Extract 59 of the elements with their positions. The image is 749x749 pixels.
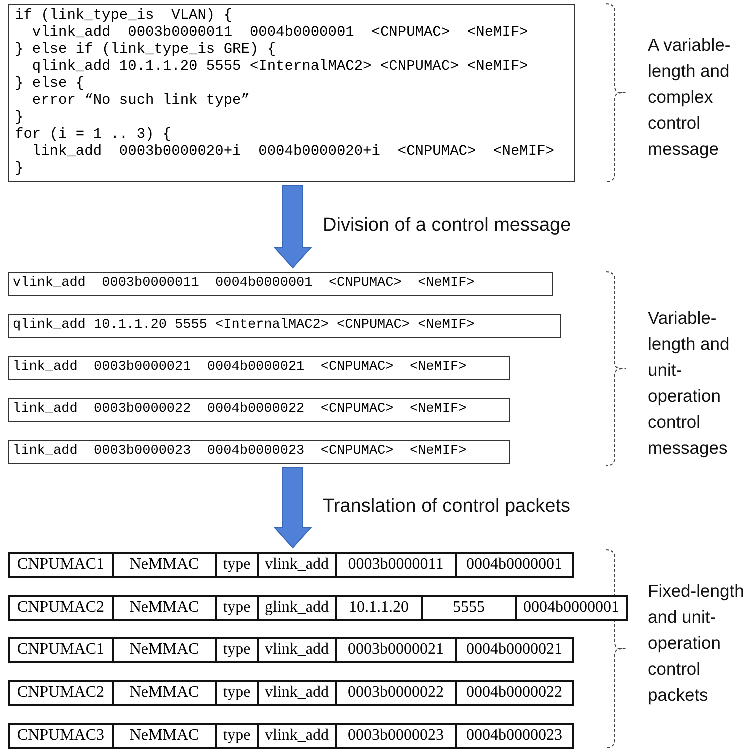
code-line: }: [15, 110, 25, 127]
packet-field: 0004b0000022: [455, 682, 572, 704]
packet-field: CNPUMAC3: [10, 725, 112, 747]
code-line: vlink_add 0003b0000011 0004b0000001 <CNPUMAC> <NeMIF>: [31, 25, 530, 42]
packet-field: glink_add: [257, 597, 335, 619]
packet-field: CNPUMAC1: [10, 554, 112, 576]
packet-field: 0003b0000011: [335, 554, 455, 576]
bracket-label: Variable-length and unit-operation control messages: [648, 307, 731, 460]
packet-field: 0004b0000001: [515, 597, 626, 619]
packet-field: type: [215, 554, 257, 576]
packet-field: vlink_add: [257, 682, 335, 704]
packet-row: [8, 680, 574, 706]
packet-field: 0003b0000021: [335, 639, 455, 661]
packet-field: NeMMAC: [112, 682, 215, 704]
code-box: [8, 4, 575, 182]
packet-field: vlink_add: [257, 554, 335, 576]
edge-label: Translation of control packets: [323, 496, 570, 518]
code-line: error “No such link type”: [31, 93, 251, 110]
packet-field: NeMMAC: [112, 554, 215, 576]
packet-field: type: [215, 725, 257, 747]
code-line: link_add 0003b0000020+i 0004b0000020+i <CNPUMAC> <NeMIF>: [31, 144, 556, 161]
code-line: if (link_type_is VLAN) {: [15, 8, 234, 25]
code-line: }: [15, 161, 25, 178]
packet-row: [8, 552, 574, 578]
packet-field: 5555: [421, 597, 515, 619]
packet-row: [8, 723, 574, 749]
packet-field: 0004b0000021: [455, 639, 572, 661]
bracket-label: A variable-length and complex control message: [648, 34, 732, 161]
packet-field: NeMMAC: [112, 725, 215, 747]
edge-label: Division of a control message: [323, 215, 572, 237]
code-line: qlink_add 10.1.1.20 5555 <InternalMAC2> <CNPUMAC> <NeMIF>: [31, 59, 530, 76]
packet-field: 0003b0000022: [335, 682, 455, 704]
packet-field: 10.1.1.20: [335, 597, 421, 619]
message-box: qlink_add 10.1.1.20 5555 <InternalMAC2> <CNPUMAC> <NeMIF>: [8, 314, 561, 338]
message-box: link_add 0003b0000023 0004b0000023 <CNPUMAC> <NeMIF>: [8, 440, 510, 464]
packet-row: [8, 637, 574, 663]
packet-field: 0004b0000001: [455, 554, 572, 576]
packet-field: vlink_add: [257, 725, 335, 747]
packet-field: type: [215, 682, 257, 704]
block-arrow: [274, 468, 312, 549]
packet-field: CNPUMAC1: [10, 639, 112, 661]
message-box: link_add 0003b0000022 0004b0000022 <CNPUMAC> <NeMIF>: [8, 398, 510, 422]
packet-field: type: [215, 639, 257, 661]
packet-field: type: [215, 597, 257, 619]
block-arrow: [274, 186, 312, 269]
packet-field: 0003b0000023: [335, 725, 455, 747]
packet-field: vlink_add: [257, 639, 335, 661]
message-box: vlink_add 0003b0000011 0004b0000001 <CNPUMAC> <NeMIF>: [8, 272, 553, 296]
packet-field: NeMMAC: [112, 639, 215, 661]
packet-row: [8, 595, 628, 621]
packet-field: CNPUMAC2: [10, 682, 112, 704]
code-line: } else {: [15, 76, 86, 93]
code-line: for (i = 1 .. 3) {: [15, 127, 173, 144]
message-box: link_add 0003b0000021 0004b0000021 <CNPUMAC> <NeMIF>: [8, 356, 510, 380]
packet-field: NeMMAC: [112, 597, 215, 619]
packet-field: CNPUMAC2: [10, 597, 112, 619]
bracket-label: Fixed-length and unit-operation control packets: [648, 580, 746, 707]
packet-field: 0004b0000023: [455, 725, 572, 747]
code-line: } else if (link_type_is GRE) {: [15, 42, 278, 59]
